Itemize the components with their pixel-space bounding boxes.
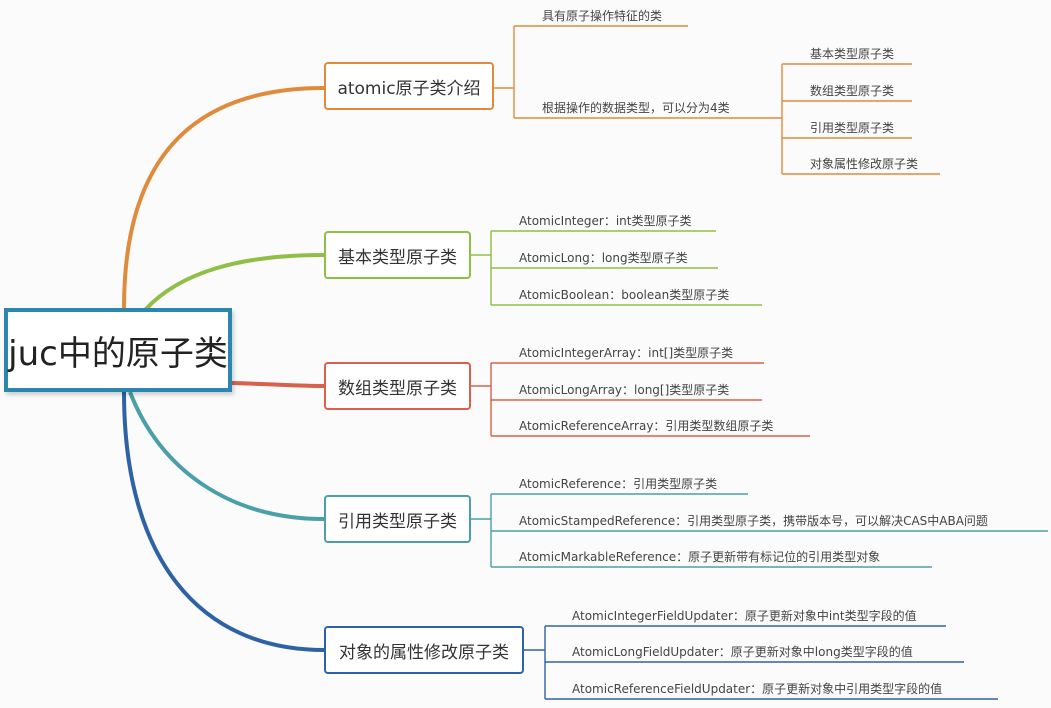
connector-root-to-basic (143, 253, 325, 312)
leaf-atomic-long-field-updater[interactable]: AtomicLongFieldUpdater：原子更新对象中long类型字段的值 (572, 645, 913, 659)
root-node-label: juc中的原子类 (8, 333, 228, 374)
leaf-atomic-intro-2[interactable]: 根据操作的数据类型，可以分为4类 (542, 101, 730, 115)
branch-reference-types[interactable]: 引用类型原子类 (324, 495, 471, 543)
branch-atomic-intro[interactable]: atomic原子类介绍 (324, 62, 494, 110)
branch-field-updater[interactable]: 对象的属性修改原子类 (324, 626, 524, 674)
connector-array-children (471, 362, 810, 437)
leaf-category-array[interactable]: 数组类型原子类 (810, 84, 895, 98)
connector-root-to-field-updater (122, 391, 325, 652)
leaf-atomic-intro-1[interactable]: 具有原子操作特征的类 (542, 9, 663, 23)
connector-basic-children (471, 230, 762, 306)
branch-array-types[interactable]: 数组类型原子类 (324, 362, 471, 410)
leaf-atomic-reference-array[interactable]: AtomicReferenceArray：引用类型数组原子类 (519, 419, 774, 433)
connector-root-to-atomic-intro (122, 86, 325, 309)
leaf-atomic-stamped-reference[interactable]: AtomicStampedReference：引用类型原子类，携带版本号，可以解… (519, 514, 988, 528)
leaf-category-reference[interactable]: 引用类型原子类 (810, 121, 895, 135)
connector-root-to-reference (128, 391, 325, 521)
leaf-atomic-reference-field-updater[interactable]: AtomicReferenceFieldUpdater：原子更新对象中引用类型字… (572, 682, 943, 696)
connector-atomic-intro-children (494, 25, 940, 175)
leaf-atomic-integer[interactable]: AtomicInteger：int类型原子类 (519, 214, 692, 228)
branch-field-updater-label: 对象的属性修改原子类 (339, 642, 509, 663)
leaf-atomic-integer-array[interactable]: AtomicIntegerArray：int[]类型原子类 (519, 346, 734, 360)
leaf-atomic-long-array[interactable]: AtomicLongArray：long[]类型原子类 (519, 383, 730, 397)
leaf-atomic-boolean[interactable]: AtomicBoolean：boolean类型原子类 (519, 288, 730, 302)
leaf-atomic-reference[interactable]: AtomicReference：引用类型原子类 (519, 477, 718, 491)
root-node[interactable]: juc中的原子类 (4, 308, 232, 392)
branch-basic-types-label: 基本类型原子类 (338, 247, 457, 268)
connector-field-updater-children (524, 625, 998, 700)
connector-root-to-array (231, 381, 325, 388)
leaf-atomic-long[interactable]: AtomicLong：long类型原子类 (519, 251, 688, 265)
leaf-atomic-markable-reference[interactable]: AtomicMarkableReference：原子更新带有标记位的引用类型对象 (519, 550, 881, 564)
leaf-atomic-integer-field-updater[interactable]: AtomicIntegerFieldUpdater：原子更新对象中int类型字段… (572, 609, 917, 623)
connector-reference-children (471, 493, 1048, 568)
branch-basic-types[interactable]: 基本类型原子类 (324, 231, 471, 279)
branch-reference-types-label: 引用类型原子类 (338, 511, 457, 532)
leaf-category-field-updater[interactable]: 对象属性修改原子类 (810, 157, 919, 171)
leaf-category-basic[interactable]: 基本类型原子类 (810, 47, 895, 61)
branch-atomic-intro-label: atomic原子类介绍 (337, 78, 481, 99)
branch-array-types-label: 数组类型原子类 (338, 378, 457, 399)
